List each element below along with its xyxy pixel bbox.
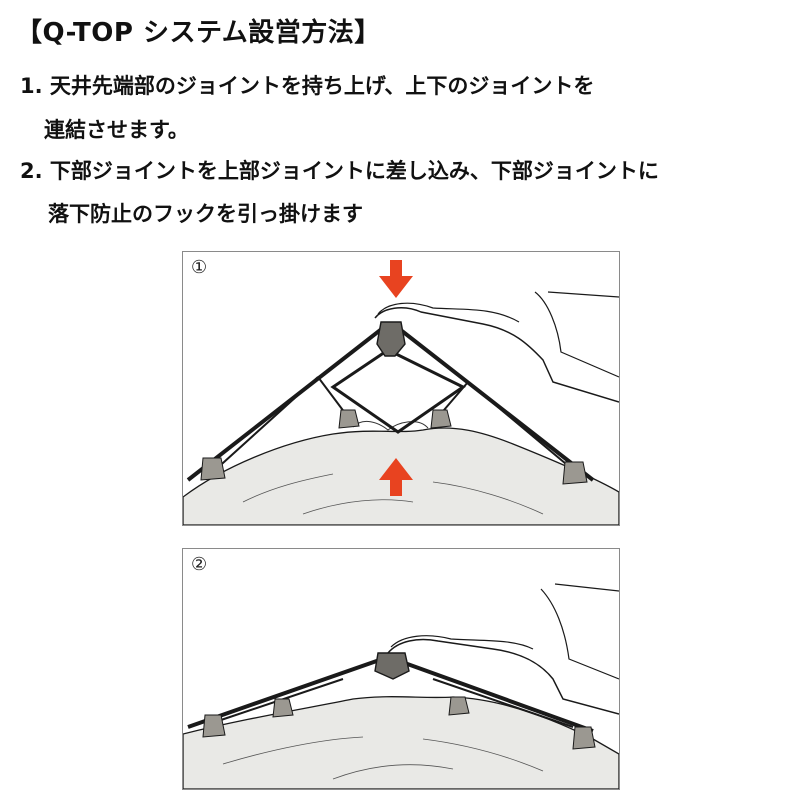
lower-diamond-frame [330,348,466,434]
mid-joint-left [338,409,360,429]
mid-joint-left [272,698,294,718]
mid-joint-right [430,409,452,429]
tent-fold-lines [222,736,544,780]
connected-joint [374,652,410,680]
step-1-drawing [183,260,619,525]
step-1-illustration: ① [182,251,620,526]
fingers [377,302,520,323]
panel-1-number: ① [191,257,208,278]
corner-joint-right [572,726,596,750]
mid-joint-right [448,696,470,716]
sleeve-outline [540,583,619,680]
step-2-text-line-1: 2. 下部ジョイントを上部ジョイントに差し込み、下部ジョイントに [20,159,659,183]
arrow-down-icon [379,260,413,298]
corner-joint-left [202,714,226,738]
fingers [390,635,534,650]
step-1-text-line-2: 連結させます。 [44,118,189,142]
arrow-up-icon [379,458,413,496]
hand-arm-outline [374,306,619,403]
upper-joint [376,321,406,357]
step-1-text-line-1: 1. 天井先端部のジョイントを持ち上げ、上下のジョイントを [20,74,595,98]
sleeve-outline [534,291,619,378]
page-title: 【Q-TOP システム設営方法】 [16,18,381,48]
step-2-drawing [183,583,619,789]
outer-poles [212,376,579,475]
corner-joint-left [200,457,226,481]
tent-bunch [352,420,429,431]
corner-joint-right [562,461,588,485]
step-2-illustration: ② [182,548,620,790]
hand-arm-outline [387,638,619,715]
panel-2-number: ② [191,554,208,575]
step-2-text-line-2: 落下防止のフックを引っ掛けます [48,202,363,226]
tent-fold-lines [242,473,544,515]
left-upper-pole [186,322,390,482]
